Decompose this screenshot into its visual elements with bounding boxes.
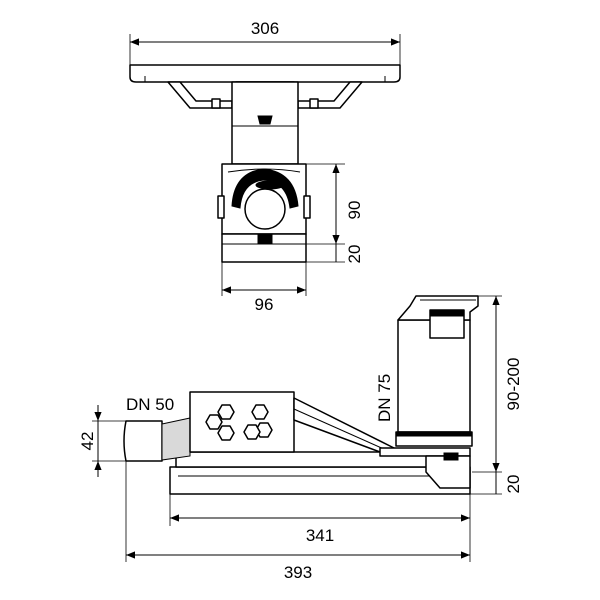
inlet-label: DN 50 xyxy=(126,395,174,414)
front-view xyxy=(129,64,401,263)
inlet-pipe xyxy=(123,420,163,462)
dim-inlet-height: 42 xyxy=(78,432,97,451)
outlet-pipe-front xyxy=(244,188,286,230)
left-support-arm xyxy=(167,81,233,109)
dim-top-width: 306 xyxy=(251,19,279,38)
dim-base-length: 341 xyxy=(306,526,334,545)
neck-mark-icon xyxy=(257,115,273,125)
dim-base-height-top: 20 xyxy=(345,245,364,264)
side-view xyxy=(123,295,479,495)
base-front xyxy=(221,233,307,263)
inlet-collar xyxy=(161,417,191,461)
top-plate xyxy=(129,64,401,83)
right-support-arm xyxy=(297,81,363,109)
dim-base-height-side: 20 xyxy=(504,475,523,494)
foot-block xyxy=(425,455,471,489)
dim-body-height: 90 xyxy=(345,201,364,220)
side-view-dimensions: 42 90-200 20 341 393 xyxy=(78,295,523,582)
front-view-dimensions: 306 90 20 96 xyxy=(129,19,401,314)
hexagon-markers xyxy=(205,404,273,441)
collar xyxy=(231,168,299,209)
dim-total-length: 393 xyxy=(284,563,312,582)
base-plate xyxy=(169,466,471,495)
dim-total-height: 90-200 xyxy=(504,358,523,411)
outlet-label: DN 75 xyxy=(375,374,394,422)
dim-body-width: 96 xyxy=(255,295,274,314)
